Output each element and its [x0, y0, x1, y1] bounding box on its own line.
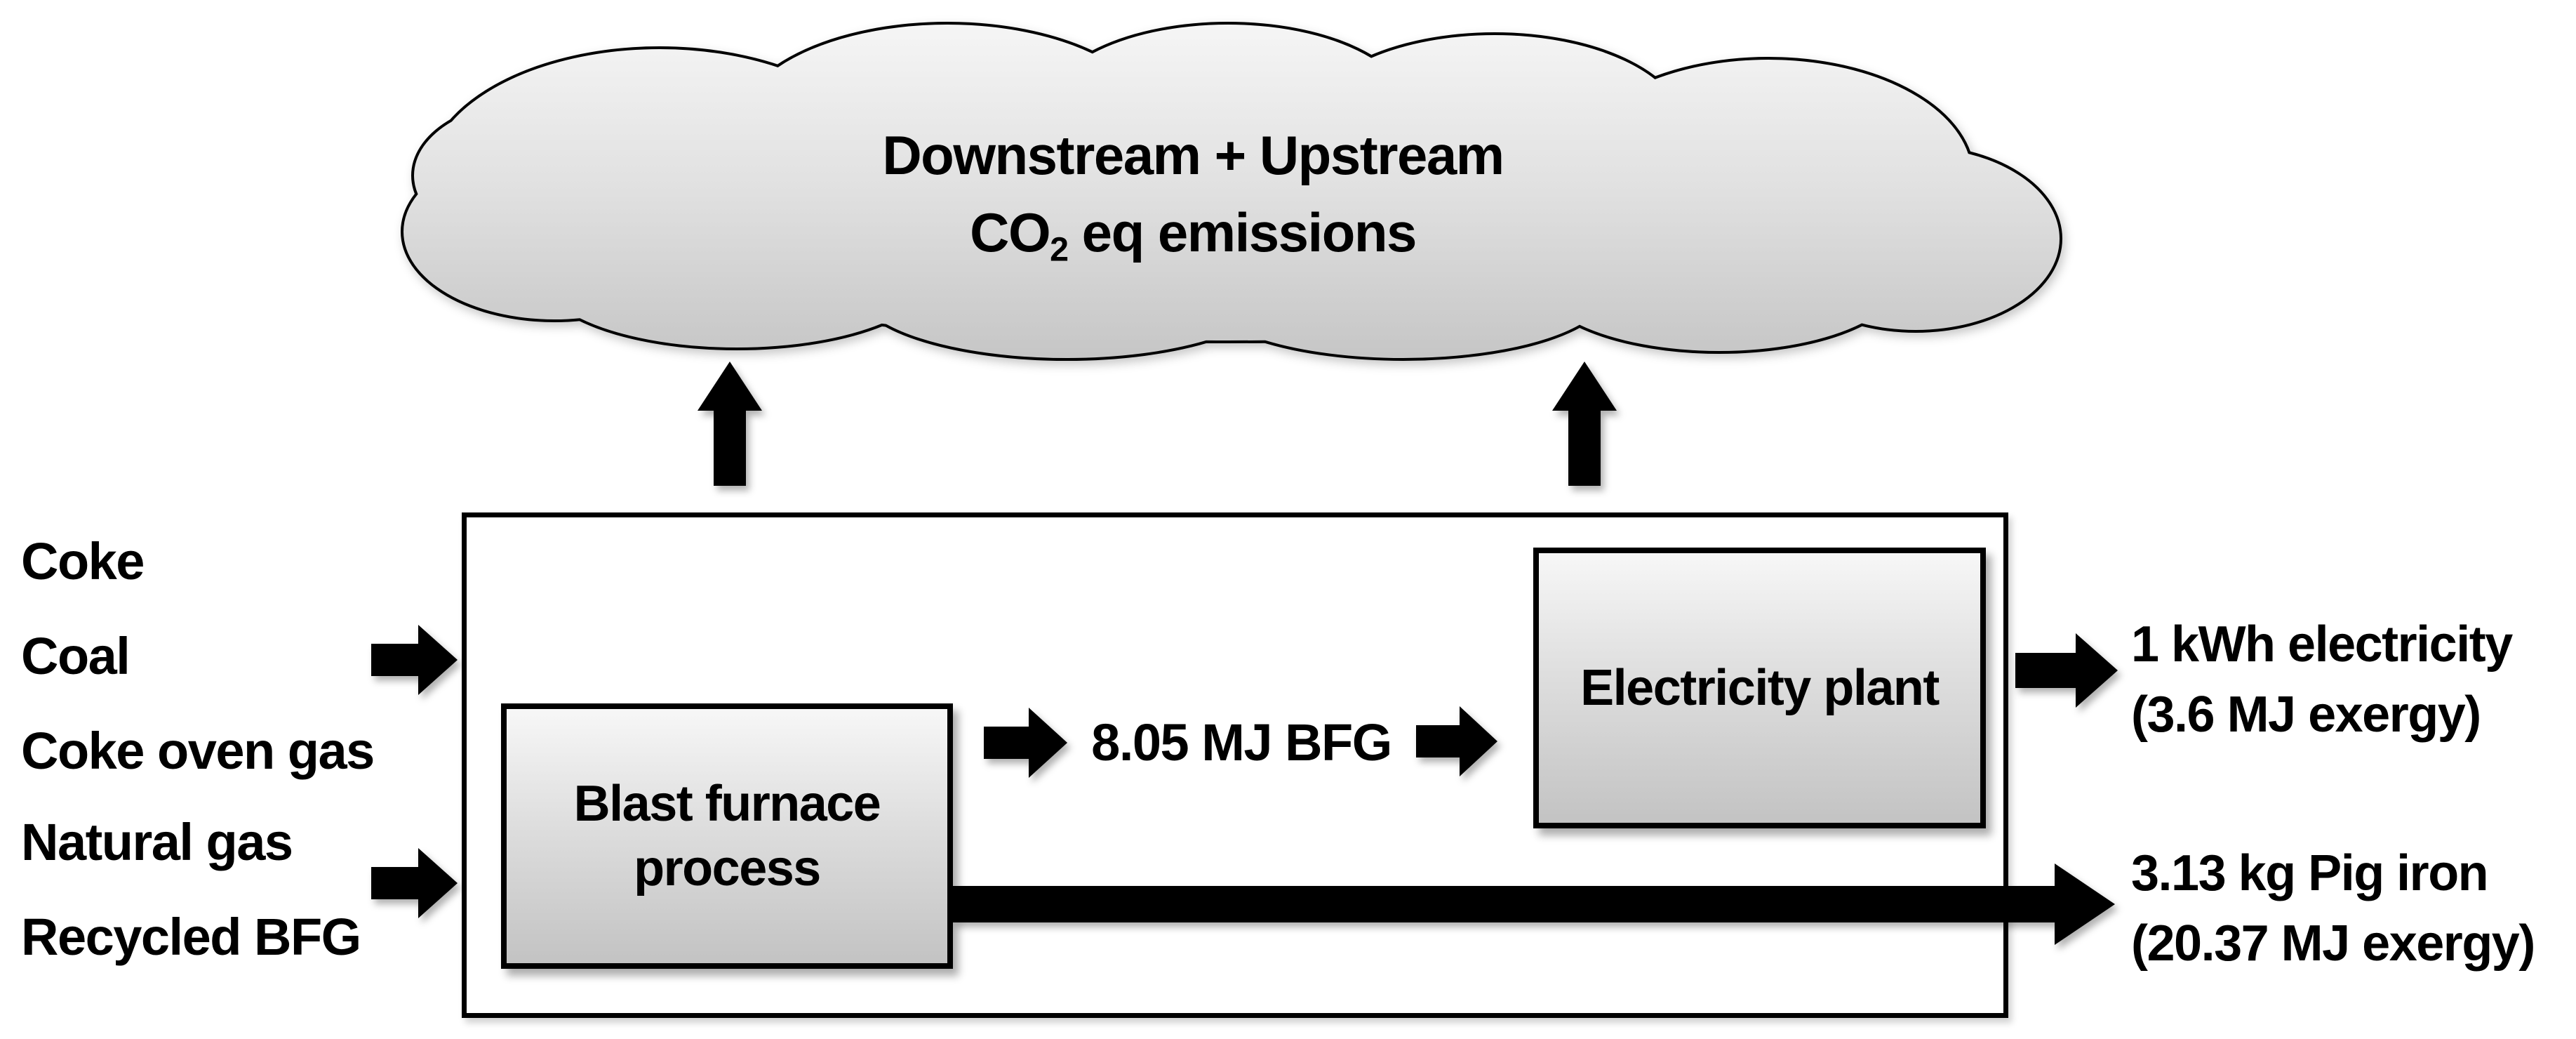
electricity-plant-label: Electricity plant — [1580, 660, 1940, 716]
cloud-fill — [403, 25, 2060, 358]
electricity-plant-box: Electricity plant — [1533, 548, 1986, 828]
emissions-up-arrow-right-icon — [1552, 362, 1617, 486]
cloud-label: Downstream + Upstream CO2 eq emissions — [882, 117, 1504, 289]
emissions-up-arrow-left-icon — [698, 362, 762, 486]
input-label-coke: Coke — [21, 532, 145, 590]
bfg-flow-label: 8.05 MJ BFG — [1091, 713, 1392, 772]
input-label-recycled-bfg: Recycled BFG — [21, 908, 361, 966]
input-label-coal: Coal — [21, 627, 131, 685]
cloud-eq-emissions: eq emissions — [1067, 201, 1417, 263]
blast-furnace-box: Blast furnace process — [501, 703, 953, 969]
pig-iron-output-line1: 3.13 kg Pig iron — [2131, 845, 2489, 901]
input-label-natural-gas: Natural gas — [21, 813, 293, 871]
cloud-label-line1: Downstream + Upstream — [882, 124, 1504, 186]
input-arrow-bottom-icon — [371, 848, 458, 918]
bfg-arrow-from-blast-furnace-icon — [984, 708, 1067, 778]
emissions-cloud — [401, 22, 2062, 361]
cloud-label-line2: CO2 eq emissions — [882, 194, 1503, 289]
electricity-output-arrow-icon — [2015, 633, 2118, 708]
cloud-co: CO — [970, 201, 1051, 263]
pig-iron-output-arrow-icon — [953, 863, 2115, 945]
cloud-subscript-2: 2 — [1050, 230, 1069, 269]
blast-furnace-label-line1: Blast furnace — [573, 776, 881, 832]
pig-iron-output-label: 3.13 kg Pig iron (20.37 MJ exergy) — [2131, 838, 2535, 979]
electricity-output-label: 1 kWh electricity (3.6 MJ exergy) — [2131, 609, 2513, 750]
electricity-output-line1: 1 kWh electricity — [2131, 616, 2513, 673]
input-arrow-top-icon — [371, 625, 458, 695]
pig-iron-output-line2: (20.37 MJ exergy) — [2131, 915, 2535, 972]
bfg-arrow-to-electricity-plant-icon — [1416, 706, 1497, 776]
electricity-output-line2: (3.6 MJ exergy) — [2131, 687, 2481, 743]
blast-furnace-label-line2: process — [634, 840, 821, 896]
input-label-coke-oven-gas: Coke oven gas — [21, 722, 375, 780]
